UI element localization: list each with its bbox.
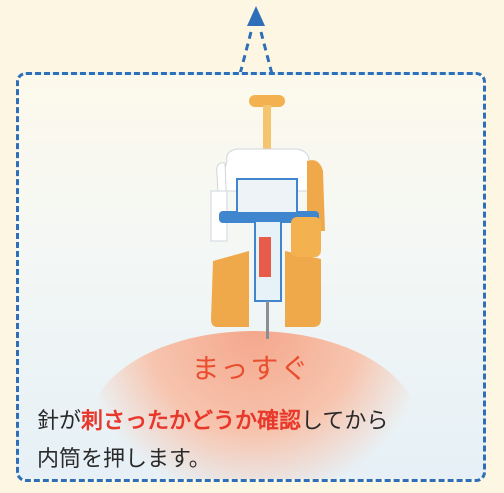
instruction-suffix: してから xyxy=(301,409,389,434)
callout-panel: まっすぐ 針が刺さったかどうか確認してから 内筒を押します。 xyxy=(16,72,486,482)
upward-dashed-arrow-icon xyxy=(238,6,274,75)
instruction-line2: 内筒を押します。 xyxy=(37,447,211,472)
instruction-prefix: 針が xyxy=(37,409,82,434)
instruction-text: 針が刺さったかどうか確認してから 内筒を押します。 xyxy=(37,403,477,479)
injector-device-icon xyxy=(210,95,325,339)
skin-surface xyxy=(89,331,419,479)
instruction-emphasis: 刺さったかどうか確認 xyxy=(81,409,302,434)
straight-label: まっすぐ xyxy=(191,352,311,385)
